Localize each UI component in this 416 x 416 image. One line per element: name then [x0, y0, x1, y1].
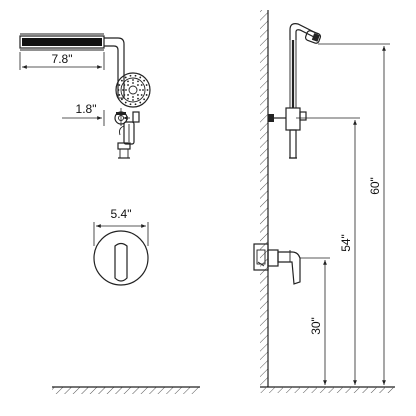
side-view-installation: 30" 54" 60": [253, 10, 395, 393]
nozzle-dot: [132, 99, 134, 101]
side-valve: [253, 243, 301, 285]
dimension-diverter-height: 54": [339, 120, 357, 385]
nozzle-dot: [124, 76, 127, 79]
label-showerhead-width: 7.8": [52, 52, 73, 66]
nozzle-dot: [134, 74, 137, 77]
nozzle-dot: [120, 79, 123, 82]
nozzle-dot: [139, 89, 141, 91]
label-diverter-height: 54": [339, 234, 353, 252]
diverter-holder: [114, 111, 140, 159]
wall-section: [260, 10, 395, 393]
nozzle-dot: [117, 89, 120, 91]
nozzle-dot: [124, 101, 127, 104]
nozzle-dot: [140, 84, 143, 86]
nozzle-dot: [120, 98, 123, 101]
nozzle-dot: [118, 84, 121, 86]
nozzle-dot: [137, 97, 139, 100]
nozzle-dot: [137, 94, 139, 96]
label-showerhead-height: 60": [368, 177, 382, 195]
nozzle-dot: [123, 94, 126, 96]
dimension-trim-diameter: 5.4": [93, 207, 149, 246]
nozzle-dot: [134, 103, 137, 106]
dimension-valve-height: 30": [309, 260, 327, 385]
floor-front-view: [52, 386, 200, 394]
nozzle-dot: [142, 89, 144, 91]
nozzle-dot: [127, 97, 129, 100]
nozzle-dot: [139, 101, 142, 104]
nozzle-dot: [145, 84, 148, 86]
nozzle-dot: [129, 103, 132, 106]
nozzle-dot: [129, 74, 132, 77]
nozzle-dot: [137, 80, 139, 83]
front-view-valve-trim: 5.4": [93, 207, 149, 286]
nozzle-dot: [146, 89, 149, 91]
shower-arm-riser: [104, 37, 125, 99]
nozzle-dot: [125, 89, 127, 91]
nozzle-dot: [123, 84, 126, 86]
dimension-arm-offset: 1.8": [62, 102, 130, 126]
nozzle-dot: [139, 76, 142, 79]
side-diverter: [268, 107, 307, 159]
hand-shower: [115, 72, 151, 108]
nozzle-dot: [140, 94, 143, 96]
nozzle-dot: [132, 79, 134, 81]
nozzle-dot: [127, 80, 129, 83]
nozzle-dot: [143, 79, 146, 82]
dimension-showerhead-width: 7.8": [19, 52, 105, 70]
nozzle-dot: [143, 98, 146, 101]
label-arm-offset: 1.8": [76, 102, 97, 116]
nozzle-dot: [118, 94, 121, 96]
nozzle-dot: [127, 84, 129, 86]
side-showerhead: [289, 23, 322, 108]
nozzle-dot: [132, 82, 134, 84]
nozzle-dot: [132, 96, 134, 98]
valve-handle: [114, 242, 128, 282]
label-trim-diameter: 5.4": [111, 207, 132, 221]
dimension-showerhead-height: 60": [368, 46, 386, 385]
trim-plate: [93, 230, 149, 286]
nozzle-dot: [137, 84, 139, 86]
nozzle-dot: [127, 94, 129, 96]
rain-showerhead: [19, 33, 105, 51]
nozzle-dot: [122, 89, 124, 91]
nozzle-dot: [145, 94, 148, 96]
label-valve-height: 30": [309, 317, 323, 335]
front-view-shower-column: 7.8" 1.8": [19, 33, 151, 159]
